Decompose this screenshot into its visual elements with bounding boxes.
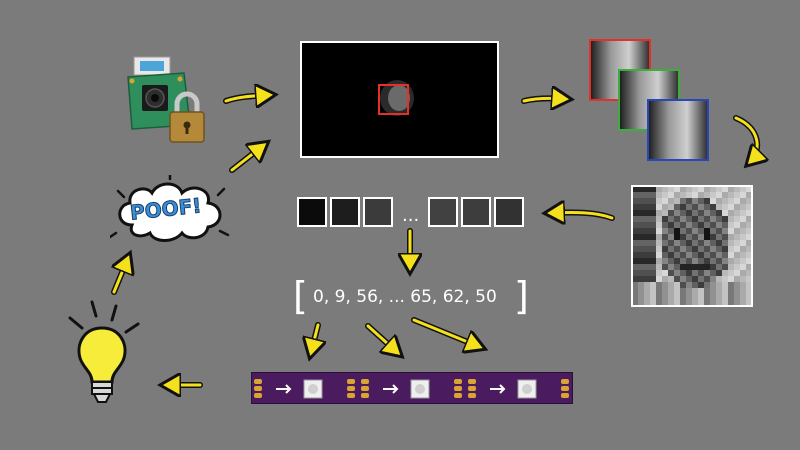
arrow-bulb-to-poof [114,258,128,294]
pixel-row-ellipsis: ... [402,205,420,226]
padlock-icon [169,91,205,143]
blue-channel-frame [647,99,709,161]
right-pixel-3 [494,197,524,227]
led-segment-3 [468,379,569,399]
array-close-bracket: ] [514,274,529,318]
arrow-screen-to-frames [522,98,566,101]
array-values: 0, 9, 56, ... 65, 62, 50 [313,287,497,307]
led-segment-1 [254,379,355,399]
led-segment-2 [361,379,462,399]
camera-preview-screen [300,41,499,158]
face-detection-box [378,84,409,115]
left-pixel-2 [330,197,360,227]
rgb-channel-frames [589,39,709,161]
light-bulb-icon [68,300,140,403]
pixel-row: ... [297,195,527,229]
left-pixel-3 [363,197,393,227]
array-open-bracket: [ [293,274,308,318]
led-strip-graphic [254,379,569,399]
arrow-camera-to-screen [224,95,270,101]
arrow-array-to-led-2 [366,324,398,353]
camera-preview-image [378,80,414,116]
arrow-poof-to-camera [230,145,264,172]
arrow-frames-to-pixelated [734,116,757,162]
led-strip [251,372,573,404]
right-pixel-1 [428,197,458,227]
arrow-array-to-led-1 [311,323,318,353]
pixelated-face-image [631,185,753,307]
arrow-pixelated-to-row [550,213,614,218]
poof-cloud-icon: POOF! [110,175,230,245]
left-pixel-1 [297,197,327,227]
poof-cloud-shape [110,175,230,242]
arrow-array-to-led-3 [412,318,480,347]
right-pixel-2 [461,197,491,227]
